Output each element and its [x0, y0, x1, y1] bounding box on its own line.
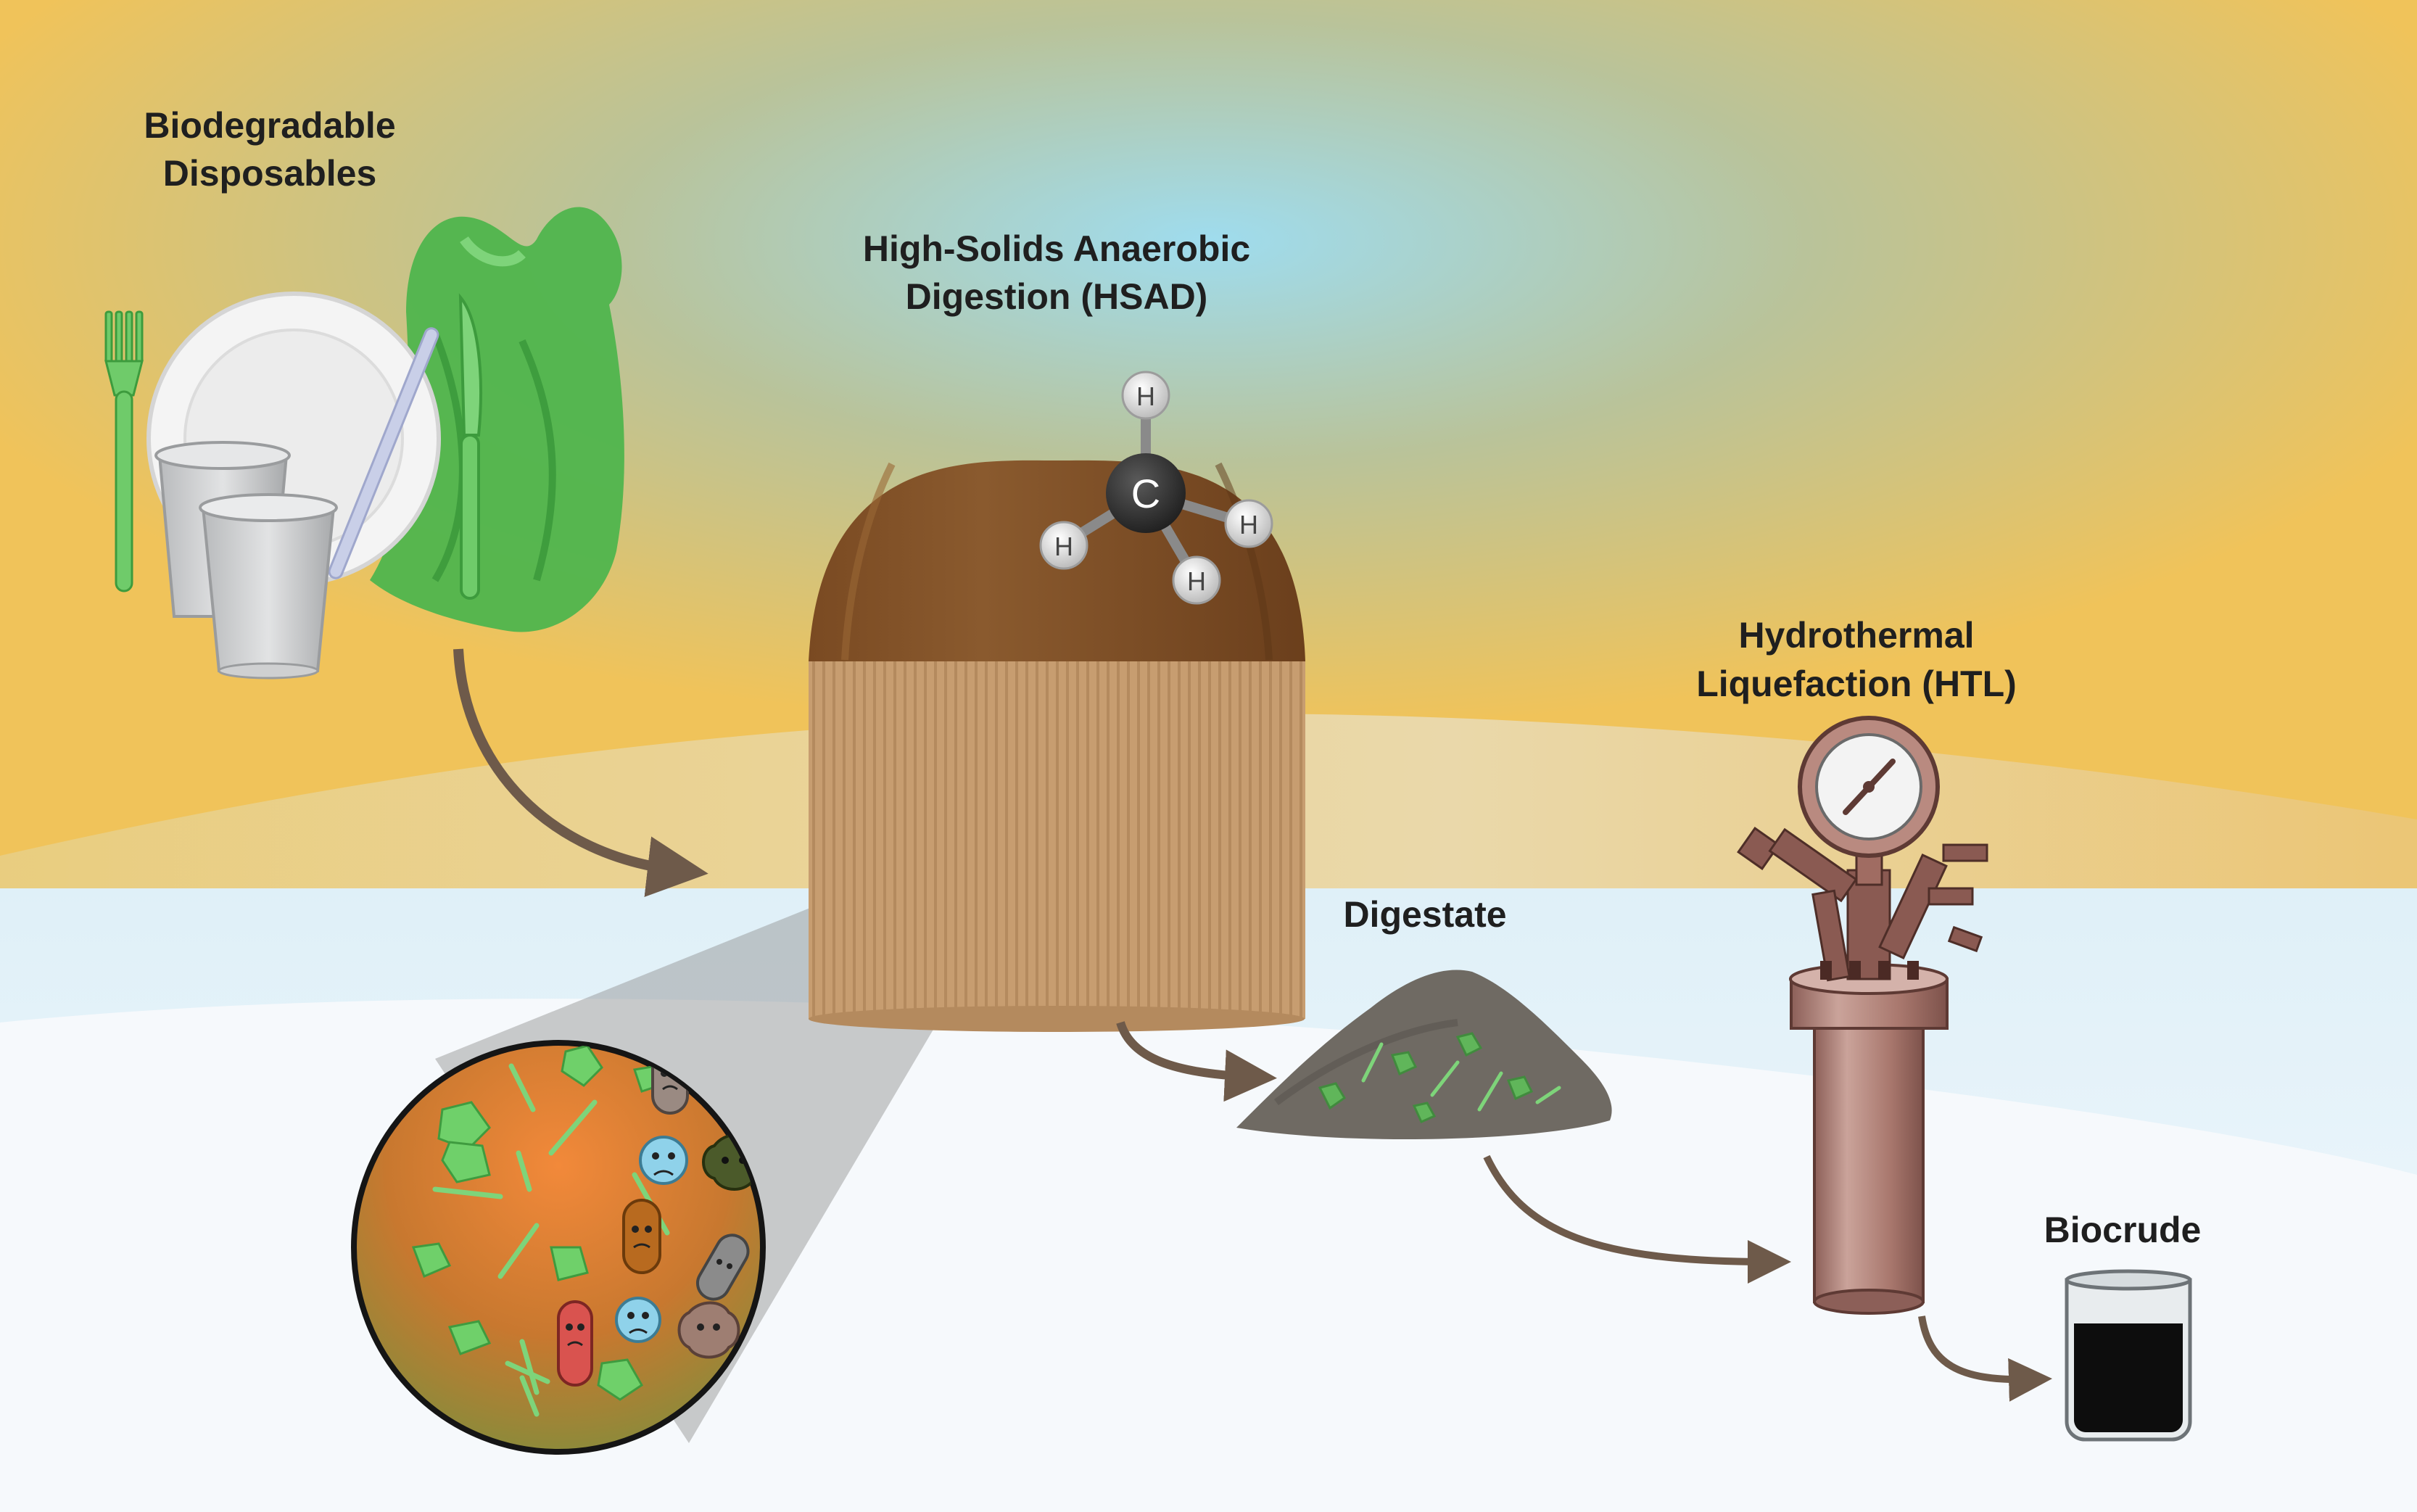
microbe-icon	[557, 1300, 593, 1387]
htl-reactor	[1737, 716, 1988, 1315]
hydrogen-atom-label: H	[1239, 510, 1258, 540]
pressure-gauge-icon	[1798, 716, 1940, 886]
hydrogen-atom-label: H	[1054, 532, 1073, 561]
straw-icon	[328, 327, 439, 579]
arrow-to-biocrude	[1918, 1315, 2052, 1402]
carbon-atom-label: C	[1131, 471, 1160, 516]
htl-label-line1: Hydrothermal	[1738, 615, 1974, 656]
digestate-label: Digestate	[1343, 894, 1506, 935]
hsad-label-line1: High-Solids Anaerobic	[863, 228, 1250, 269]
microbe-icon	[622, 1199, 661, 1274]
biocrude-label: Biocrude	[2044, 1210, 2202, 1250]
digester-tank	[809, 660, 1305, 1019]
microbe-icon	[677, 1301, 740, 1359]
cup-icon	[199, 493, 338, 679]
microbe-icon	[615, 1297, 661, 1343]
disposables-illustration	[104, 207, 624, 679]
hsad-label-line2: Digestion (HSAD)	[906, 276, 1208, 317]
disposables-label-line1: Biodegradable	[144, 105, 395, 146]
arrow-to-digestate	[1116, 1021, 1277, 1102]
microbe-icon	[696, 1234, 750, 1301]
methane-molecule-icon: C H H H H	[1039, 371, 1273, 605]
microbe-icon	[639, 1136, 688, 1185]
arrow-to-htl	[1483, 1154, 1791, 1284]
digestate-pile	[1236, 970, 1612, 1140]
arrow-to-digester	[453, 648, 708, 897]
disposables-label-line2: Disposables	[163, 153, 377, 194]
beaker-icon	[2065, 1269, 2192, 1442]
hydrogen-atom-label: H	[1187, 566, 1206, 596]
bag-icon	[370, 207, 624, 632]
knife-icon	[458, 293, 482, 600]
htl-label-line2: Liquefaction (HTL)	[1696, 664, 2017, 704]
hydrogen-atom-label: H	[1136, 381, 1155, 411]
fork-icon	[104, 310, 144, 592]
plastic-fragments	[411, 1044, 665, 1401]
